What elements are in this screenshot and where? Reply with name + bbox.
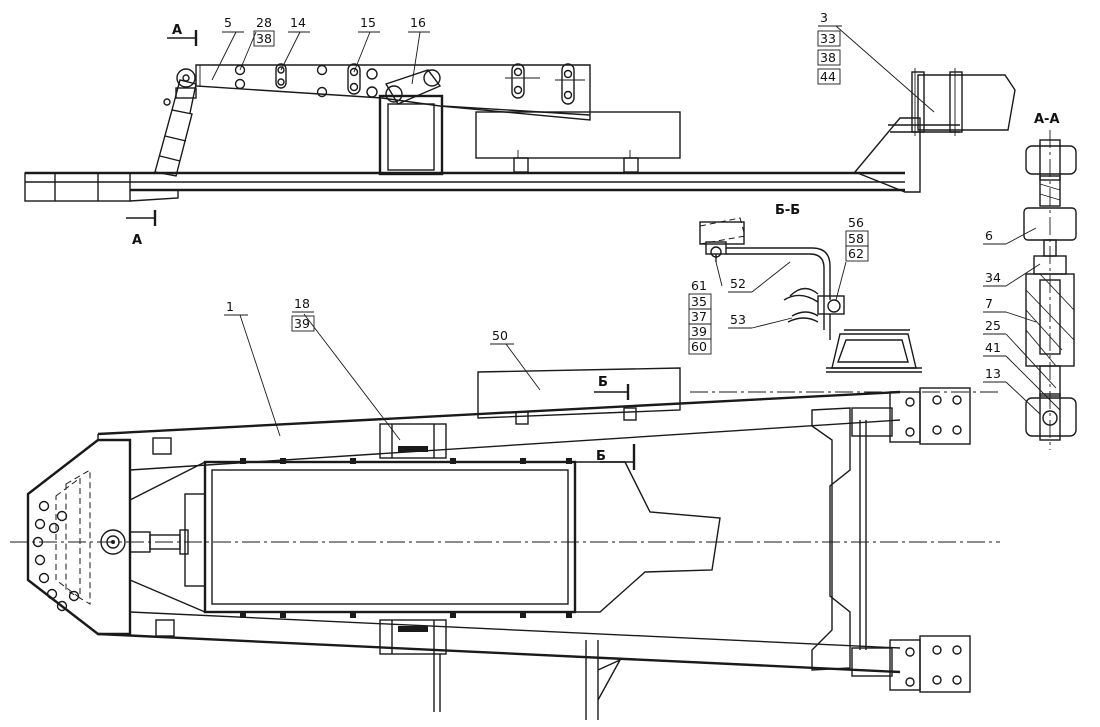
- section-a-top-label: А: [172, 23, 182, 38]
- callout-16: 16: [410, 15, 426, 30]
- link-16: [384, 69, 442, 105]
- section-bb-title: Б-Б: [775, 203, 800, 218]
- nose-holes: [32, 500, 80, 612]
- section-b-bottom-label: Б: [596, 449, 606, 464]
- section-b-top-label: Б: [598, 375, 608, 390]
- callout-39: 39: [294, 316, 310, 331]
- section-aa: А-А 6 34 7 25 41: [983, 112, 1077, 450]
- callout-62: 62: [848, 246, 864, 261]
- right-pads: [851, 387, 971, 693]
- callout-28: 28: [256, 15, 272, 30]
- callout-34: 34: [985, 270, 1001, 285]
- callout-33: 33: [820, 31, 836, 46]
- callout-60: 60: [691, 339, 707, 354]
- callout-14: 14: [290, 15, 306, 30]
- callout-6: 6: [985, 228, 993, 243]
- callout-39b: 39: [691, 324, 707, 339]
- callout-18: 18: [294, 296, 310, 311]
- callout-53: 53: [730, 312, 746, 327]
- callout-3: 3: [820, 10, 828, 25]
- callout-5: 5: [224, 15, 232, 30]
- callout-56: 56: [848, 215, 864, 230]
- callout-38a: 38: [256, 31, 272, 46]
- callout-25: 25: [985, 318, 1001, 333]
- callout-35: 35: [691, 294, 707, 309]
- callout-50: 50: [492, 328, 508, 343]
- section-bb: Б-Б 61 35 37 39 60: [688, 203, 922, 373]
- arm-holes: [234, 63, 585, 105]
- callout-44: 44: [820, 69, 836, 84]
- callout-13: 13: [985, 366, 1001, 381]
- callout-15: 15: [360, 15, 376, 30]
- right-bracket: [853, 68, 1016, 193]
- callout-37: 37: [691, 309, 707, 324]
- tank-bolts: [240, 458, 572, 618]
- callout-7: 7: [985, 296, 993, 311]
- callout-58: 58: [848, 231, 864, 246]
- callout-41: 41: [985, 340, 1001, 355]
- side-view: А А 5 28 38 14 15 16 3 33 38 44: [24, 10, 1016, 248]
- section-a-bottom-label: А: [132, 233, 142, 248]
- hydraulic-cylinder: [154, 68, 197, 177]
- plan-view: Б Б 1 18 39: [10, 296, 1000, 720]
- callout-1: 1: [226, 299, 234, 314]
- callout-38b: 38: [820, 50, 836, 65]
- section-aa-title: А-А: [1034, 112, 1060, 127]
- callout-52: 52: [730, 276, 746, 291]
- callout-61: 61: [691, 278, 707, 293]
